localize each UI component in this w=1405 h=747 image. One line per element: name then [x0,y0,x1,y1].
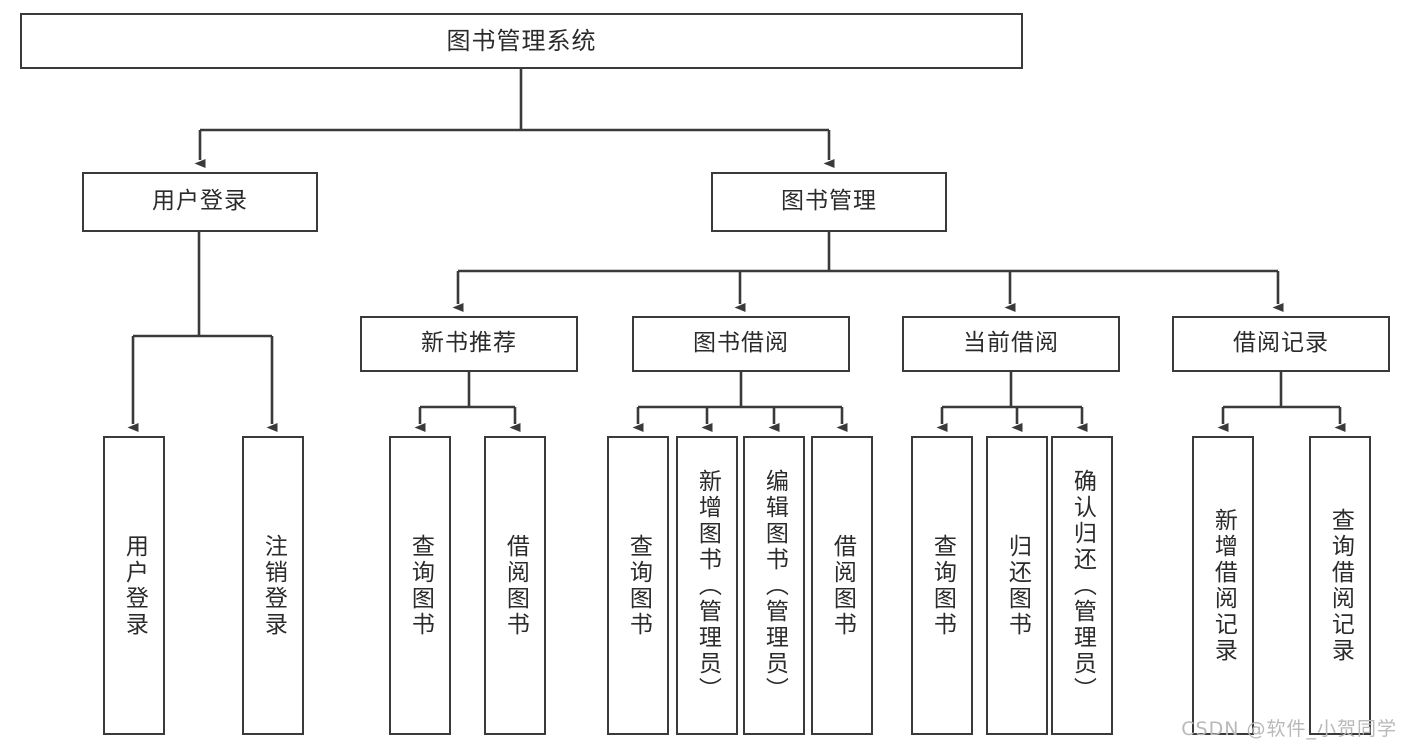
node-user-login[interactable]: 用户登录 [82,172,318,232]
node-current-borrow[interactable]: 当前借阅 [902,316,1120,372]
leaf-node[interactable]: 编辑图书（管理员） [743,436,805,735]
leaf-node-label: 用户登录 [121,533,148,638]
node-new-book-recommend[interactable]: 新书推荐 [360,316,578,372]
leaf-node-label: 注销登录 [260,533,287,638]
leaf-node[interactable]: 注销登录 [242,436,304,735]
node-borrow-record[interactable]: 借阅记录 [1172,316,1390,372]
leaf-node-label: 查询借阅记录 [1327,507,1354,664]
node-book-management-label: 图书管理 [781,188,877,215]
leaf-node-label: 查询图书 [929,533,956,638]
watermark: CSDN @软件_小贺同学 [1181,718,1397,740]
leaf-node-label: 借阅图书 [829,533,856,638]
leaf-node-label: 新增图书（管理员） [694,468,721,703]
leaf-node-label: 借阅图书 [502,533,529,638]
node-new-book-recommend-label: 新书推荐 [421,330,517,357]
node-root[interactable]: 图书管理系统 [20,13,1023,69]
leaf-node-label: 查询图书 [625,533,652,638]
node-book-borrow-label: 图书借阅 [693,330,789,357]
node-root-label: 图书管理系统 [446,26,597,55]
leaf-node[interactable]: 借阅图书 [484,436,546,735]
node-book-borrow[interactable]: 图书借阅 [632,316,850,372]
leaf-node[interactable]: 借阅图书 [811,436,873,735]
node-book-management[interactable]: 图书管理 [711,172,947,232]
leaf-node[interactable]: 归还图书 [986,436,1048,735]
leaf-node-label: 新增借阅记录 [1210,507,1237,664]
leaf-node[interactable]: 查询借阅记录 [1309,436,1371,735]
leaf-node-label: 查询图书 [407,533,434,638]
leaf-node-label: 确认归还（管理员） [1069,468,1096,703]
leaf-node[interactable]: 查询图书 [911,436,973,735]
leaf-node-label: 归还图书 [1004,533,1031,638]
leaf-node[interactable]: 查询图书 [607,436,669,735]
leaf-node[interactable]: 新增图书（管理员） [676,436,738,735]
leaf-node[interactable]: 确认归还（管理员） [1051,436,1113,735]
leaf-node[interactable]: 查询图书 [389,436,451,735]
leaf-node[interactable]: 用户登录 [103,436,165,735]
leaf-node[interactable]: 新增借阅记录 [1192,436,1254,735]
node-user-login-label: 用户登录 [152,188,248,215]
leaf-node-label: 编辑图书（管理员） [761,468,788,703]
node-borrow-record-label: 借阅记录 [1233,330,1329,357]
node-current-borrow-label: 当前借阅 [963,330,1059,357]
